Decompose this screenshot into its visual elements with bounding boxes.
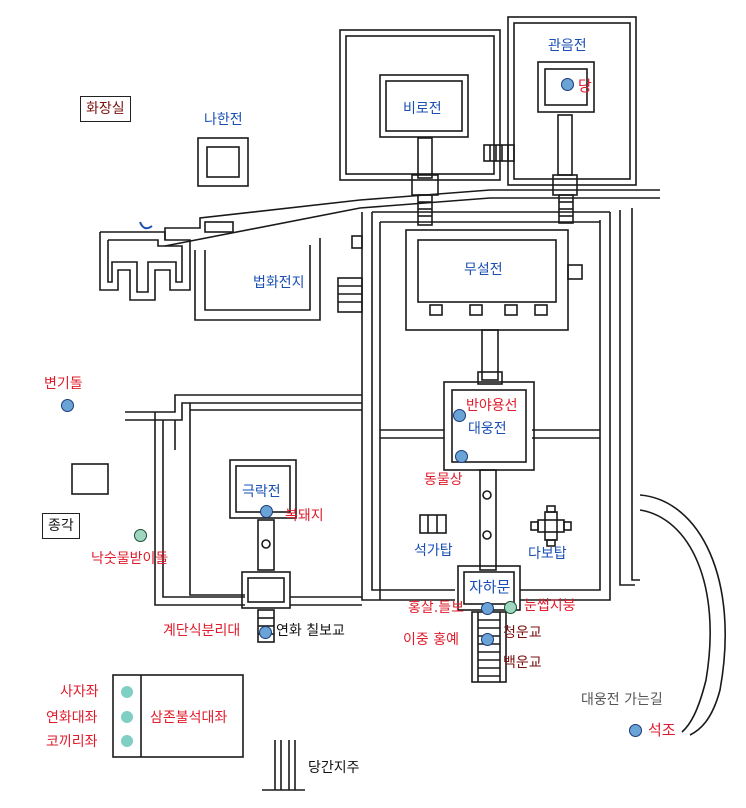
dabotap-structure [530,505,572,547]
geungnakjeon-precinct [125,394,362,643]
label-bokdwaeji: 복돼지 [285,508,324,524]
west-upper-walls [99,189,660,321]
label-danggangjiju: 당간지주 [308,760,360,776]
label-sajajwa: 사자좌 [60,684,99,700]
label-baegungyo: 백운교 [503,655,542,671]
label-nahanjeon: 나한전 [204,112,243,128]
label-dabotap: 다보탑 [528,546,567,562]
label-dang: 당 [578,77,592,95]
east-path [639,494,727,736]
label-daeungjeonganeungil: 대웅전 가는길 [581,692,663,708]
label-byeongidol: 변기돌 [44,376,83,392]
birojeon-compound [339,29,501,226]
label-beophwajeonji: 법화전지 [253,275,305,291]
marker-seokjo[interactable] [629,724,642,737]
label-hwajangsil: 화장실 [80,96,131,122]
marker-kokkirijwa[interactable] [121,735,133,747]
label-nunsseopjibung: 눈썹지붕 [524,598,576,614]
label-museoljeon: 무설전 [464,262,503,278]
marker-sajajwa[interactable] [121,686,133,698]
jonggak-building [71,463,109,495]
label-birojeon: 비로전 [403,101,442,117]
marker-yeonhwadaejwa[interactable] [121,711,133,723]
label-jonggak: 종각 [42,513,80,539]
marker-naksumulbadidol[interactable] [134,529,147,542]
museoljeon-building [405,229,583,385]
marker-ijunghongye[interactable] [481,633,494,646]
marker-hongsaldeulbo[interactable] [481,602,494,615]
marker-dongmulsang[interactable] [455,450,468,463]
label-dongmulsang: 동물상 [424,472,463,488]
marker-banyayongseon[interactable] [453,409,466,422]
label-banyayongseon: 반야용선 [466,398,518,414]
label-gyedansikbunridae: 계단식분리대 [163,623,241,639]
marker-bokdwaeji[interactable] [260,505,273,518]
marker-byeongidol[interactable] [61,399,74,412]
gwaneumjeon-compound [483,16,637,224]
label-seokjo: 석조 [648,721,676,739]
marker-dang[interactable] [561,78,574,91]
seokgatap-structure [419,514,447,534]
marker-gyedansikbunridae[interactable] [259,626,272,639]
nahanjeon-inner [206,146,240,178]
label-cheongungyo: 청운교 [503,625,542,641]
label-seokgatap: 석가탑 [414,543,453,559]
label-hongsaldeulbo: 홍살.들보 [408,600,464,616]
label-naksumulbadidol: 낙숫물받이돌 [91,551,169,567]
nahanjeon-building [197,137,249,187]
label-kokkirijwa: 코끼리좌 [46,734,98,750]
label-jahamun: 자하문 [469,578,511,596]
crescent-mark [139,221,153,230]
label-gwaneumjeon: 관음전 [548,38,587,54]
main-precinct-walls [361,208,640,601]
dangganjiju-structure [262,740,305,791]
label-daeungjeon: 대웅전 [468,421,507,437]
label-geungnakjeon: 극락전 [242,484,281,500]
label-samjonbulseokdaejwa: 삼존불석대좌 [150,710,228,726]
pedestal-box [112,674,244,758]
daeungjeon-building [443,381,535,571]
label-yeonhwadaejwa: 연화대좌 [46,710,98,726]
label-ijunghongye: 이중 홍예 [403,632,459,648]
marker-nunsseopjibung[interactable] [504,601,517,614]
label-yeonhwachilbogyo: 연화 칠보교 [276,623,345,639]
